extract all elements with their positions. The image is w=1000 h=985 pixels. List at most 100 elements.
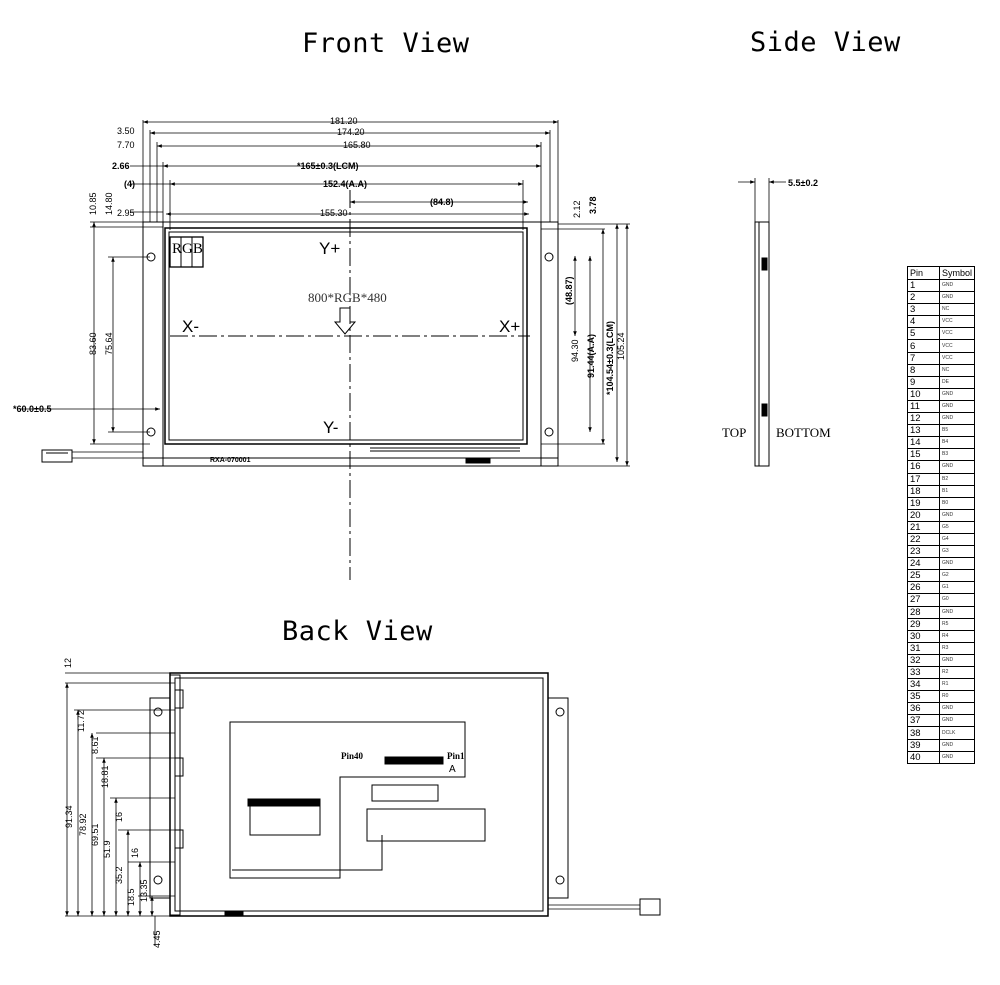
pin-number: 18 <box>907 484 940 498</box>
pin-symbol: VCC <box>938 315 976 329</box>
dim-back-91-34: 91.34 <box>64 805 74 828</box>
dim-half-width: (84.8) <box>430 197 454 207</box>
dim-view-width: 155.30 <box>320 208 348 218</box>
front-view-title: Front View <box>302 28 470 59</box>
pin-symbol: GND <box>938 605 976 619</box>
dim-cable-length: *60.0±0.5 <box>13 404 51 414</box>
mount-hole <box>544 427 554 437</box>
pin-symbol: VCC <box>938 327 976 341</box>
pin-symbol: GND <box>938 399 976 414</box>
side-profile <box>754 221 770 467</box>
pin-number: 26 <box>907 581 940 595</box>
dim-left-2-95: 2.95 <box>117 208 135 218</box>
dim-active-area-width: 152.4(A.A) <box>323 179 367 189</box>
pin-symbol: DE <box>938 375 976 389</box>
pin-number: 5 <box>907 327 940 341</box>
pin-symbol: R2 <box>938 665 976 680</box>
dim-94-30: 94.30 <box>570 339 580 362</box>
pin-symbol: R5 <box>938 617 976 631</box>
dim-10-85: 10.85 <box>88 192 98 215</box>
pin-number: 9 <box>907 375 940 389</box>
pin-symbol: G3 <box>938 545 976 559</box>
side-bottom-label: BOTTOM <box>776 425 831 440</box>
front-lcm-frame <box>162 221 542 467</box>
dim-hole-pitch: 174.20 <box>337 127 365 137</box>
pin-symbol: B1 <box>938 484 976 498</box>
pin-number: 3 <box>907 303 940 317</box>
x-plus-label: X+ <box>499 317 520 336</box>
front-view <box>20 120 630 580</box>
back-mark-label: A <box>449 764 456 775</box>
pin-number: 7 <box>907 351 940 365</box>
pin-table-header: Pin Symbol <box>907 266 976 280</box>
pin-symbol: GND <box>938 653 976 668</box>
dim-48-87: (48.87) <box>564 276 574 305</box>
x-minus-label: X- <box>182 317 199 336</box>
dim-back-11-72: 11.72 <box>76 710 86 732</box>
pin-symbol: B4 <box>938 436 976 450</box>
pin-number: 39 <box>907 738 940 752</box>
pin-symbol: R3 <box>938 641 976 655</box>
pin-symbol: GND <box>938 278 976 293</box>
pin-number: 24 <box>907 557 940 571</box>
back-connector-block <box>371 784 439 802</box>
pin-number: 36 <box>907 702 940 716</box>
dim-left-3-50: 3.50 <box>117 126 135 136</box>
back-right-bracket <box>547 697 569 899</box>
pin-number: 15 <box>907 448 940 462</box>
dim-left-7-70: 7.70 <box>117 140 135 150</box>
pin-symbol: NC <box>938 303 976 317</box>
dim-back-13-35: 13.35 <box>139 879 149 902</box>
pin-number: 23 <box>907 545 940 559</box>
back-dimension-labels: 12 11.72 8.61 18.81 91.34 78.92 69.51 51… <box>63 658 465 948</box>
pin-number: 38 <box>907 726 940 740</box>
dim-back-8-61: 8.61 <box>90 736 100 754</box>
pin-symbol: GND <box>938 387 976 401</box>
pin-number: 6 <box>907 339 940 353</box>
pin-number: 2 <box>907 291 940 305</box>
back-inner-frame <box>174 677 544 912</box>
pin-symbol: GND <box>938 460 976 474</box>
dim-3-78: 3.78 <box>588 196 598 214</box>
pin-number: 40 <box>907 750 940 764</box>
pin-number: 14 <box>907 436 940 450</box>
pin-symbol: GND <box>938 508 976 522</box>
pin-number: 1 <box>907 278 940 293</box>
dim-back-78-92: 78.92 <box>78 813 88 836</box>
side-view <box>738 178 786 467</box>
dim-back-16-a: 16 <box>114 812 124 822</box>
pin-symbol: DCLK <box>938 726 976 740</box>
pin-number: 12 <box>907 412 940 426</box>
pin-symbol: GND <box>938 738 976 752</box>
side-labels: 5.5±0.2 TOP BOTTOM <box>722 178 831 440</box>
pin-number: 10 <box>907 387 940 401</box>
dim-back-16-b: 16 <box>130 848 140 858</box>
pin-symbol: GND <box>938 557 976 571</box>
pin-symbol: B2 <box>938 472 976 486</box>
rgb-label: RGB <box>172 241 203 257</box>
front-axis-labels: Y+ Y- X- X+ 800*RGB*480 RGB <box>172 239 520 437</box>
dim-14-80: 14.80 <box>104 192 114 215</box>
